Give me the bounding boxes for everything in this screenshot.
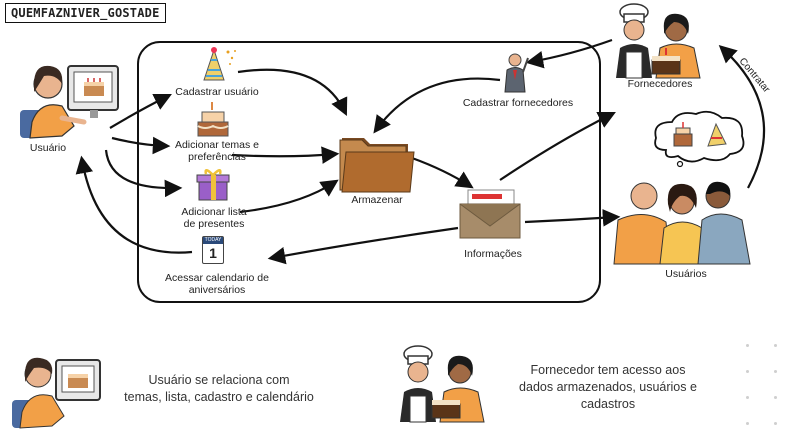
- actor-usuarios-label: Usuários: [665, 268, 707, 280]
- arrow-armazenar-info: [411, 156, 474, 189]
- party-hat-icon: [203, 47, 236, 81]
- calendar-icon: TODAY 1: [202, 236, 224, 264]
- data-informacoes-label: Informações: [464, 248, 522, 260]
- legend-supplier-icon: [400, 345, 485, 423]
- thought-bubble-icon: [654, 110, 745, 168]
- arrow-usuario-lista: [104, 149, 183, 198]
- envelope-icon: [459, 189, 521, 239]
- user-at-computer-icon: [20, 65, 119, 139]
- arrow-info-fornecedores: [499, 112, 616, 181]
- arrow-calendario-usuario: [75, 155, 193, 254]
- arrow-cadfor-armazenar: [373, 77, 501, 134]
- arrow-usuarios-fornecedores: [718, 45, 766, 189]
- calendar-month: TODAY: [203, 237, 223, 244]
- diagram-title: QUEMFAZNIVER_GOSTADE: [5, 3, 166, 23]
- legend-fornecedor-note: Fornecedor tem acesso aos dados armazena…: [519, 363, 697, 411]
- calendar-day: 1: [209, 245, 217, 261]
- usecase-acessar-calendario-label: Acessar calendario de aniversários: [165, 272, 269, 296]
- actor-usuario-label: Usuário: [29, 142, 67, 154]
- usecase-cadastrar-fornecedores-label: Cadastrar fornecedores: [462, 97, 574, 109]
- arrow-info-calendario: [267, 226, 459, 265]
- usecase-adicionar-temas-label: Adicionar temas e preferências: [174, 139, 260, 163]
- decorative-dot-grid: [740, 340, 790, 430]
- usecase-cadastrar-usuario-label: Cadastrar usuário: [175, 86, 259, 98]
- arrow-usuario-cadastrar: [109, 94, 172, 129]
- arrow-temas-armazenar: [231, 146, 340, 164]
- storage-armazenar-label: Armazenar: [351, 194, 403, 206]
- chef-and-supplier-icon: [616, 3, 701, 79]
- arrow-cadastrar-armazenar: [237, 68, 348, 116]
- legend-user-icon: [12, 357, 101, 429]
- arrow-info-usuarios: [524, 209, 621, 227]
- cake-icon: [197, 102, 229, 137]
- businessman-icon: [504, 53, 529, 93]
- legend-usuario-note: Usuário se relaciona com temas, lista, c…: [124, 373, 314, 404]
- arrow-lista-armazenar: [239, 179, 339, 214]
- arrow-usuario-temas: [111, 136, 171, 155]
- folder-icon: [339, 138, 415, 193]
- usecase-adicionar-lista-label: Adicionar lista de presentes: [181, 206, 247, 230]
- arrow-fornecedores-cadfor: [525, 38, 613, 69]
- actor-fornecedores-label: Fornecedores: [627, 78, 693, 90]
- group-of-users-icon: [613, 181, 751, 265]
- gift-icon: [196, 169, 230, 201]
